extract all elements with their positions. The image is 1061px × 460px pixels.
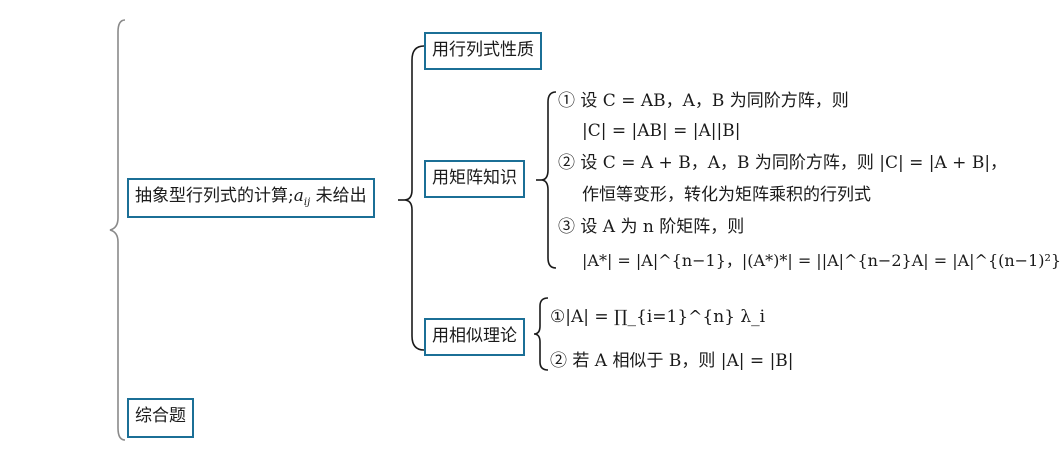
matrix-item3-line1: ③ 设 A 为 n 阶矩阵，则 [558, 217, 745, 237]
root-suffix: 未给出 [310, 186, 367, 206]
root-var: a [293, 186, 304, 206]
matrix-item1-line1: ① 设 C = AB，A，B 为同阶方阵，则 [558, 91, 849, 111]
matrix-label: 用矩阵知识 [432, 168, 517, 188]
comprehensive-node: 综合题 [127, 398, 194, 438]
similar-brace [533, 297, 549, 371]
similar-node: 用相似理论 [424, 318, 525, 356]
root-label: 抽象型行列式的计算; [135, 186, 294, 206]
properties-label: 用行列式性质 [432, 40, 534, 60]
similar-label: 用相似理论 [432, 326, 517, 346]
root-brace [109, 19, 126, 441]
matrix-item2-line2: 作恒等变形，转化为矩阵乘积的行列式 [582, 185, 871, 205]
properties-node: 用行列式性质 [424, 32, 542, 70]
similar-item1: ①|A| = ∏_{i=1}^{n} λ_i [550, 307, 766, 327]
root-node: 抽象型行列式的计算;aij 未给出 [127, 178, 375, 218]
root-var-sub: ij [303, 197, 311, 208]
matrix-item1-line2: |C| = |AB| = |A||B| [582, 121, 741, 141]
comprehensive-label: 综合题 [135, 406, 186, 426]
matrix-brace [540, 91, 557, 269]
matrix-node: 用矩阵知识 [424, 160, 525, 198]
methods-brace [403, 45, 425, 351]
matrix-item3-line2: |A*| = |A|^{n−1}，|(A*)*| = ||A|^{n−2}A| … [582, 251, 1061, 270]
similar-item2: ② 若 A 相似于 B，则 |A| = |B| [550, 351, 794, 371]
matrix-item2-line1: ② 设 C = A + B，A，B 为同阶方阵，则 |C| = |A + B|， [558, 153, 1008, 173]
